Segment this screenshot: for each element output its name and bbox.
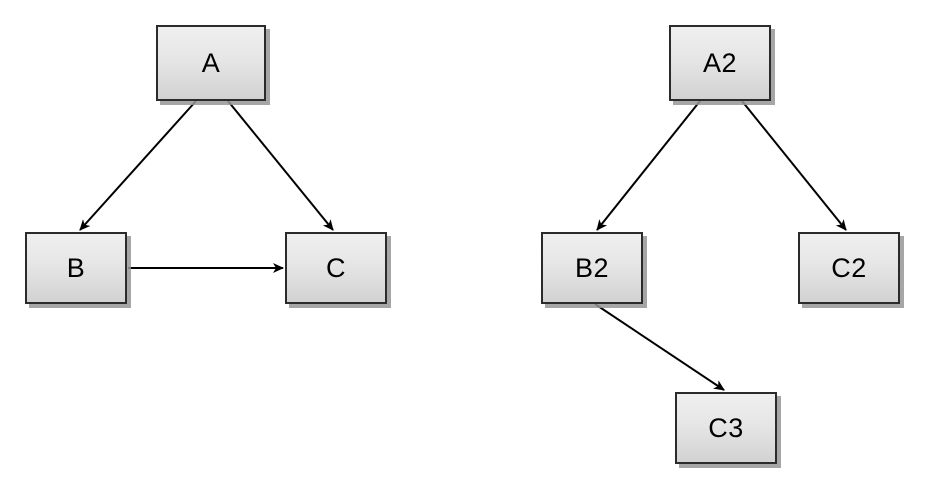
node-label-b2: B2 bbox=[574, 252, 610, 283]
node-label-a2: A2 bbox=[702, 47, 738, 78]
edge-a-to-b bbox=[79, 100, 197, 231]
edge-group bbox=[79, 100, 847, 391]
node-a[interactable]: A bbox=[156, 25, 266, 101]
node-c2[interactable]: C2 bbox=[798, 232, 900, 304]
node-label-c3: C3 bbox=[708, 412, 744, 443]
node-c[interactable]: C bbox=[285, 232, 387, 304]
node-label-b: B bbox=[66, 252, 86, 283]
node-label-c: C bbox=[326, 252, 346, 283]
node-a2[interactable]: A2 bbox=[669, 25, 771, 101]
edge-a-to-c bbox=[227, 100, 334, 231]
edge-a2-to-b2 bbox=[596, 100, 701, 231]
node-b[interactable]: B bbox=[25, 232, 127, 304]
edge-b2-to-c3 bbox=[594, 303, 725, 391]
node-b2[interactable]: B2 bbox=[541, 232, 643, 304]
edge-a2-to-c2 bbox=[741, 100, 847, 231]
node-label-c2: C2 bbox=[831, 252, 867, 283]
node-label-a: A bbox=[201, 47, 221, 78]
node-c3[interactable]: C3 bbox=[675, 392, 777, 464]
